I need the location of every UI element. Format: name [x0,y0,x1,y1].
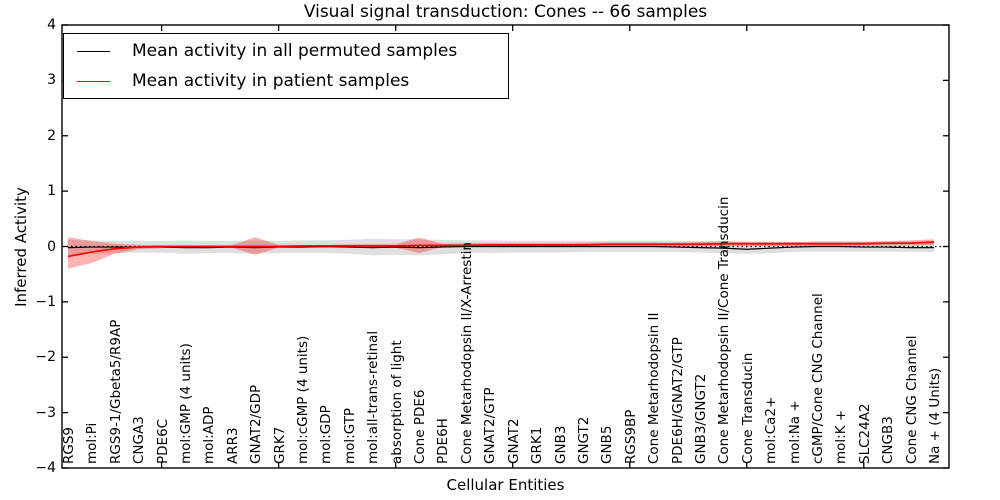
x-tick-label: RGS9BP [622,409,639,464]
x-tick-label: cGMP/Cone CNG Channel [809,293,826,464]
legend-item-patient: Mean activity in patient samples [64,67,508,95]
y-tick-label: 0 [47,238,56,255]
x-tick-label: GNAT2/GTP [482,387,499,465]
x-tick-label: CNGB3 [880,416,897,464]
y-tick-label: −2 [35,349,56,366]
patient-line-swatch [77,80,110,82]
x-tick-label: PDE6C [154,418,171,464]
y-tick-label: 4 [47,17,56,33]
x-tick-label: mol:all-trans-retinal [365,330,382,464]
x-tick-label: Cone Metarhodopsin II/Cone Transducin [716,196,733,464]
x-tick-label: GNAT2/GDP [248,384,265,464]
y-tick-label: −1 [35,293,56,310]
legend: Mean activity in all permuted samples Me… [63,33,509,99]
x-tick-label: PDE6H/GNAT2/GTP [669,337,686,464]
x-tick-label: absorption of light [388,340,405,464]
x-tick-label: CNGA3 [131,416,148,464]
legend-label-permuted: Mean activity in all permuted samples [132,41,458,61]
x-tick-label: mol:Ca2+ [763,396,780,464]
x-tick-label: RGS9-1/Gbeta5/R9AP [107,319,124,464]
x-tick-label: Na + (4 Units) [927,367,943,464]
x-tick-label: RGS9 [61,427,77,464]
x-tick-label: Cone CNG Channel [903,335,920,464]
x-tick-label: GNB3 [552,425,569,464]
x-tick-label: Cone Metarhodopsin II [646,312,663,464]
x-tick-label: GNAT2 [505,418,522,464]
y-tick-label: 1 [47,183,56,200]
y-tick-label: 2 [47,127,56,144]
x-tick-label: Cone Metarhodopsin II/X-Arrestin [458,242,475,464]
legend-item-permuted: Mean activity in all permuted samples [64,37,508,65]
x-tick-label: mol:GMP (4 units) [178,343,195,464]
x-axis-label: Cellular Entities [446,476,565,494]
x-tick-label: PDE6H [435,418,452,464]
x-tick-label: mol:Pi [84,422,101,464]
x-tick-label: Cone PDE6 [412,389,429,465]
legend-label-patient: Mean activity in patient samples [132,71,410,91]
permuted-line-swatch [77,50,110,52]
x-tick-label: mol:GDP [318,405,335,464]
x-tick-label: mol:cGMP (4 units) [295,335,312,464]
y-tick-label: −3 [35,404,56,421]
y-tick-label: 3 [47,72,56,89]
y-tick-label: −4 [35,460,56,476]
chart-title: Visual signal transduction: Cones -- 66 … [303,2,708,22]
x-tick-label: mol:Na + [786,400,803,464]
x-tick-label: mol:GTP [341,407,358,464]
x-tick-label: mol:ADP [201,406,218,464]
x-tick-label: SLC24A2 [856,403,873,464]
x-tick-label: GNB5 [599,425,616,464]
x-tick-label: Cone Transducin [739,352,756,464]
x-tick-label: ARR3 [224,427,241,464]
x-tick-label: GRK1 [529,426,546,464]
x-tick-label: mol:K + [833,409,850,464]
x-tick-label: GNGT2 [575,416,592,464]
x-tick-label: GRK7 [271,426,288,464]
x-tick-label: GNB3/GNGT2 [692,373,709,464]
